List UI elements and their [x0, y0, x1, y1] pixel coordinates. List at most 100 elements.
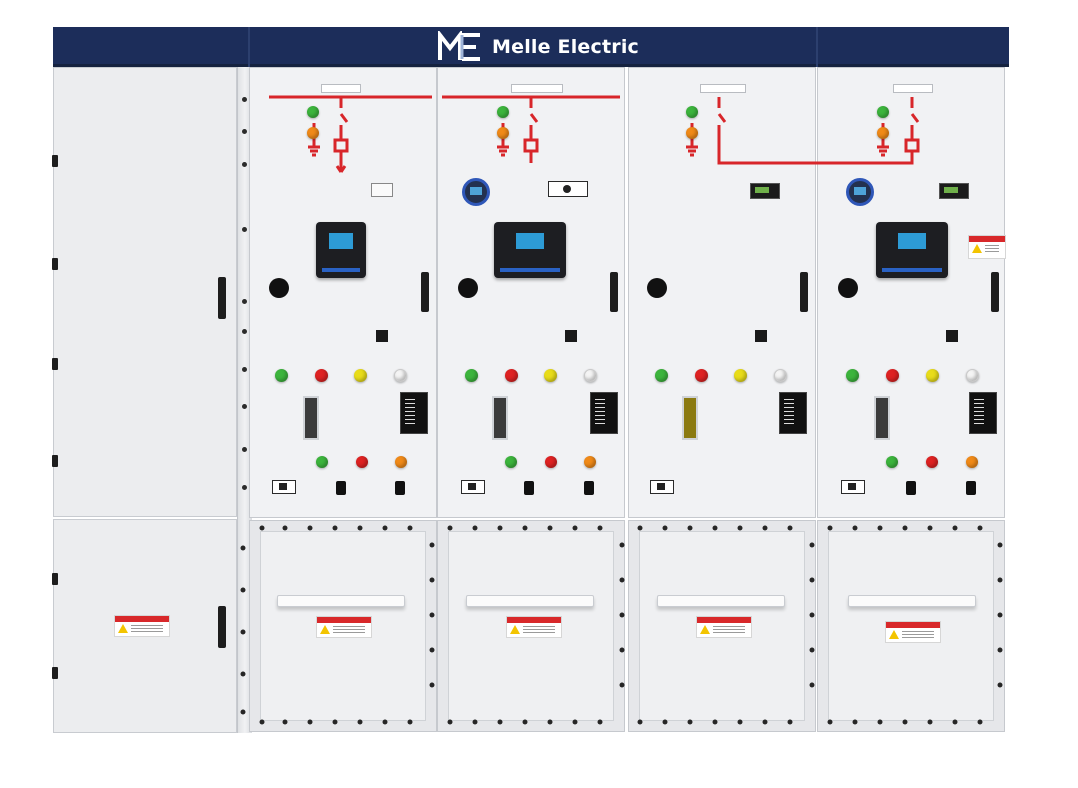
multifunction-display	[779, 392, 807, 434]
logo-mark	[438, 31, 480, 61]
reset-pushbutton[interactable]	[966, 456, 978, 468]
indicator-lamp	[877, 127, 889, 139]
indicator-lamp	[695, 369, 708, 382]
auxiliary-cabinet-upper	[53, 67, 237, 517]
indicator-lamp	[655, 369, 668, 382]
service-port[interactable]	[371, 183, 393, 197]
reset-pushbutton[interactable]	[395, 456, 407, 468]
door-latch[interactable]	[991, 272, 999, 312]
hinge	[52, 455, 58, 467]
multifunction-display	[590, 392, 618, 434]
power-meter	[846, 178, 874, 206]
indicator-lamp	[734, 369, 747, 382]
indicator-lamp	[774, 369, 787, 382]
indicator-lamp	[966, 369, 979, 382]
panel-1-breaker-compartment	[249, 520, 437, 732]
door-latch[interactable]	[610, 272, 618, 312]
warning-sign-icon	[885, 621, 941, 643]
multifunction-display	[400, 392, 428, 434]
selector-switch[interactable]	[548, 181, 588, 197]
control-switch[interactable]	[966, 481, 976, 495]
indicator-lamp	[307, 127, 319, 139]
indicator-lamp	[354, 369, 367, 382]
hinge	[52, 667, 58, 679]
indicator-lamp	[886, 369, 899, 382]
racking-port[interactable]	[647, 278, 667, 298]
door-latch[interactable]	[218, 277, 226, 319]
hinge	[52, 258, 58, 270]
racking-port[interactable]	[838, 278, 858, 298]
panel-2-breaker-compartment	[437, 520, 625, 732]
indicator-lamp	[686, 106, 698, 118]
inspection-window	[303, 396, 319, 440]
local-remote-switch[interactable]	[272, 480, 296, 494]
indicator-lamp	[307, 106, 319, 118]
multifunction-display	[969, 392, 997, 434]
protection-relay[interactable]	[876, 222, 948, 278]
indicator-lamp	[497, 106, 509, 118]
reset-pushbutton[interactable]	[584, 456, 596, 468]
digital-meter	[750, 183, 780, 199]
indicator-lamp	[394, 369, 407, 382]
panel-3-breaker-compartment	[628, 520, 816, 732]
close-pushbutton[interactable]	[316, 456, 328, 468]
local-remote-switch[interactable]	[650, 480, 674, 494]
hinge	[52, 155, 58, 167]
control-switch[interactable]	[524, 481, 534, 495]
local-remote-switch[interactable]	[461, 480, 485, 494]
power-meter	[462, 178, 490, 206]
header-band	[53, 27, 1009, 67]
brand-name: Melle Electric	[492, 36, 639, 58]
open-pushbutton[interactable]	[926, 456, 938, 468]
local-remote-switch[interactable]	[841, 480, 865, 494]
inspection-window	[682, 396, 698, 440]
open-pushbutton[interactable]	[356, 456, 368, 468]
indicator-lamp	[315, 369, 328, 382]
control-switch[interactable]	[395, 481, 405, 495]
door-latch[interactable]	[421, 272, 429, 312]
open-pushbutton[interactable]	[545, 456, 557, 468]
indicator-lamp	[275, 369, 288, 382]
indicator-lamp	[584, 369, 597, 382]
inspection-window	[492, 396, 508, 440]
key-interlock[interactable]	[946, 330, 958, 342]
protection-relay[interactable]	[494, 222, 566, 278]
key-interlock[interactable]	[755, 330, 767, 342]
warning-sign-icon	[114, 615, 170, 637]
warning-sign-icon	[968, 235, 1006, 259]
close-pushbutton[interactable]	[886, 456, 898, 468]
control-switch[interactable]	[906, 481, 916, 495]
side-strip	[237, 67, 252, 733]
hinge	[52, 573, 58, 585]
control-switch[interactable]	[336, 481, 346, 495]
indicator-lamp	[686, 127, 698, 139]
door-latch[interactable]	[800, 272, 808, 312]
warning-sign-icon	[506, 616, 562, 638]
key-interlock[interactable]	[565, 330, 577, 342]
hinge	[52, 358, 58, 370]
mimic-label	[893, 84, 933, 93]
indicator-lamp	[497, 127, 509, 139]
indicator-lamp	[926, 369, 939, 382]
brand-logo: Melle Electric	[438, 30, 639, 64]
indicator-lamp	[877, 106, 889, 118]
key-interlock[interactable]	[376, 330, 388, 342]
protection-relay[interactable]	[316, 222, 366, 278]
indicator-lamp	[544, 369, 557, 382]
panel-4-breaker-compartment	[817, 520, 1005, 732]
indicator-lamp	[465, 369, 478, 382]
warning-sign-icon	[316, 616, 372, 638]
mimic-label	[321, 84, 361, 93]
racking-port[interactable]	[269, 278, 289, 298]
warning-sign-icon	[696, 616, 752, 638]
door-latch[interactable]	[218, 606, 226, 648]
mimic-label	[511, 84, 563, 93]
panel-2-front	[437, 67, 625, 518]
indicator-lamp	[505, 369, 518, 382]
racking-port[interactable]	[458, 278, 478, 298]
close-pushbutton[interactable]	[505, 456, 517, 468]
inspection-window	[874, 396, 890, 440]
control-switch[interactable]	[584, 481, 594, 495]
